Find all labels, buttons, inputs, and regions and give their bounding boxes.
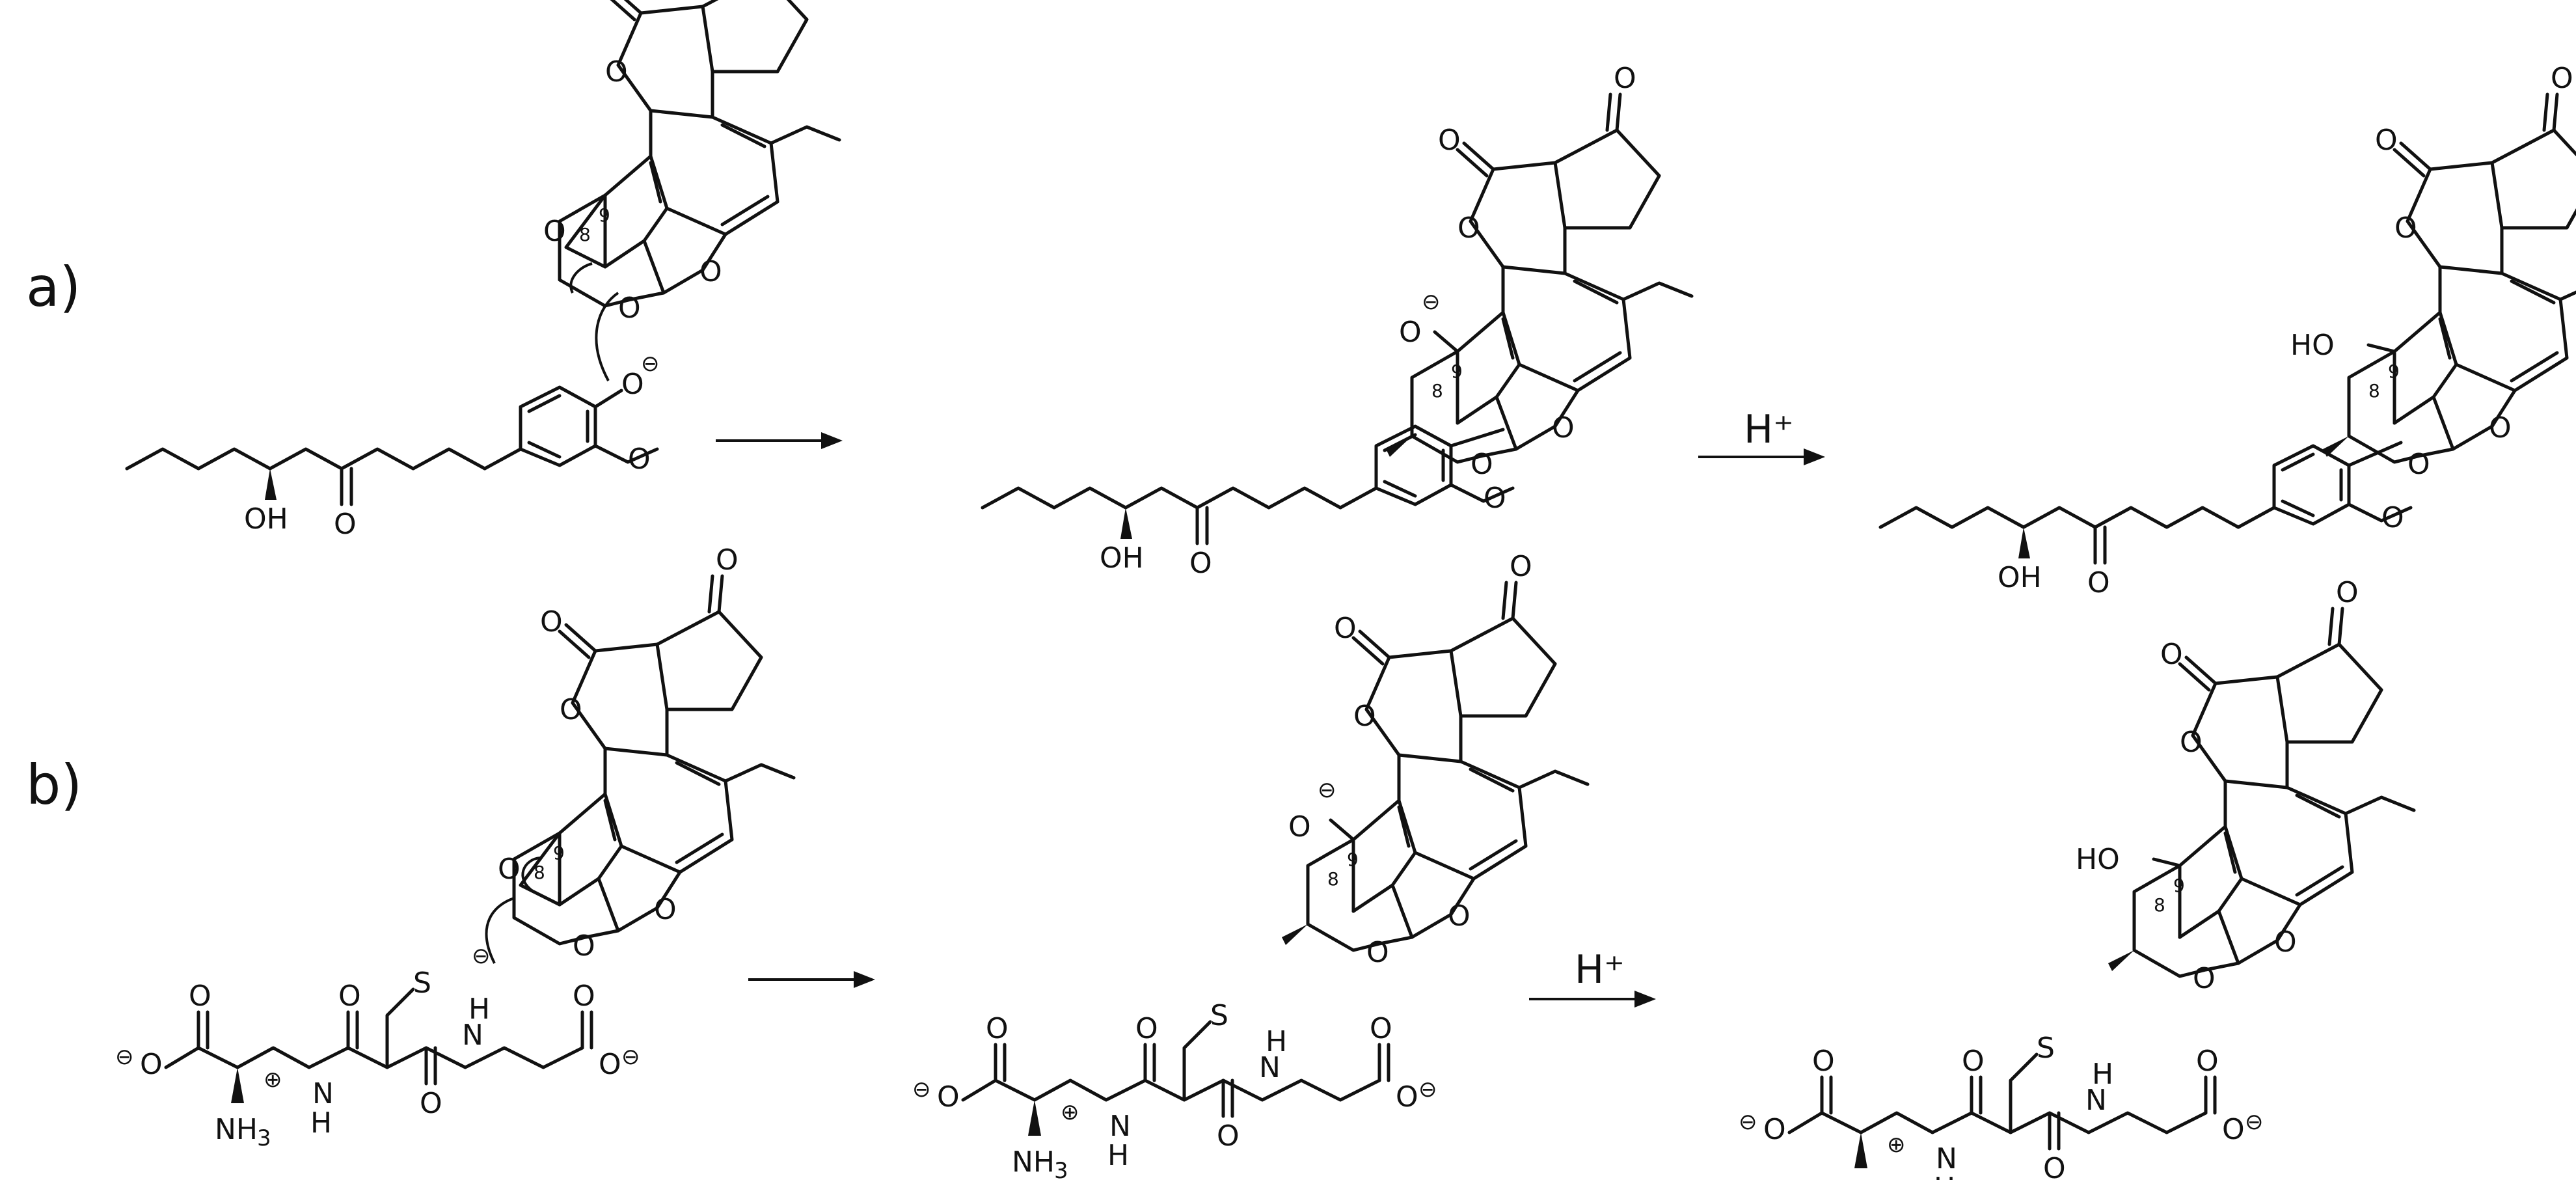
svg-text:⊖: ⊖ [641,351,660,377]
reagent-proton-a: H⁺ [1744,407,1794,452]
molecule-a3-hydroxy-adduct: HO [2290,62,2576,481]
reaction-arrow-a1 [716,432,843,449]
molecule-a1-aflatoxin-epoxide: O [543,0,839,325]
molecule-b3-hydroxy-adduct: HO [2076,576,2414,995]
molecule-b2-glutathione: S [912,999,1437,1180]
panel-label-a: a) [26,255,81,319]
electron-push-arrow-a2 [569,262,593,294]
reaction-arrow-a2 [1698,448,1825,465]
svg-text:⊖: ⊖ [1318,777,1336,803]
svg-text:O: O [621,368,644,401]
molecule-b3-glutathione: S [1739,1032,2264,1180]
svg-text:S: S [2037,1032,2055,1065]
molecule-a2-alkoxide-adduct: O ⊖ [1386,62,1692,481]
svg-text:O: O [543,215,566,248]
svg-text:S: S [1210,999,1228,1032]
molecule-a3-side-chain [1880,441,2411,599]
electron-push-arrow-b [485,897,515,964]
svg-text:O: O [1399,316,1422,349]
svg-text:HO: HO [2076,843,2120,876]
svg-text:⊖: ⊖ [1422,289,1441,315]
molecule-b2-alkoxide-adduct: O ⊖ [1282,550,1588,969]
molecule-b1-aflatoxin-epoxide: O [498,543,794,963]
reagent-proton-b: H⁺ [1575,947,1625,993]
svg-text:S: S [413,967,431,1000]
electron-push-arrow-a [595,292,619,381]
molecule-a2-side-chain [983,426,1513,580]
molecule-b1-glutathione: S ⊖ [115,943,640,1151]
svg-text:O: O [498,853,521,886]
molecule-a1-side-chain: O ⊖ [127,351,660,541]
reaction-arrow-b1 [748,971,875,988]
svg-text:HO: HO [2290,329,2335,362]
reaction-arrow-b2 [1529,991,1656,1008]
svg-text:O: O [1288,810,1311,844]
electron-push-arrow-b2 [521,857,541,893]
panel-label-b: b) [26,753,82,817]
